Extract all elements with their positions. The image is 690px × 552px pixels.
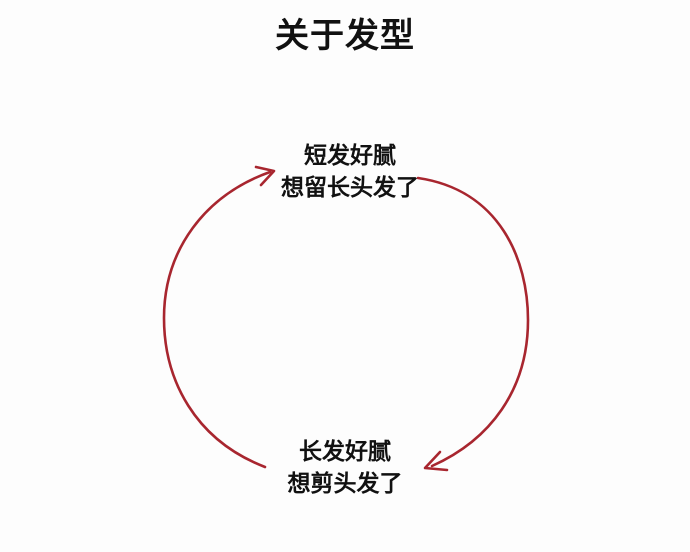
node-long-hair-line2: 想剪头发了	[287, 471, 403, 497]
node-long-hair-line1: 长发好腻	[299, 439, 391, 465]
arc-right	[416, 176, 530, 468]
node-short-hair: 短发好腻 想留长头发了	[265, 140, 435, 204]
arrowhead-top-icon	[254, 165, 276, 187]
arrowhead-bottom-icon	[423, 450, 449, 472]
arc-left	[162, 170, 272, 469]
diagram-title: 关于发型	[275, 16, 415, 56]
node-long-hair: 长发好腻 想剪头发了	[265, 436, 425, 500]
node-short-hair-line2: 想留长头发了	[281, 175, 419, 201]
node-short-hair-line1: 短发好腻	[304, 143, 396, 169]
